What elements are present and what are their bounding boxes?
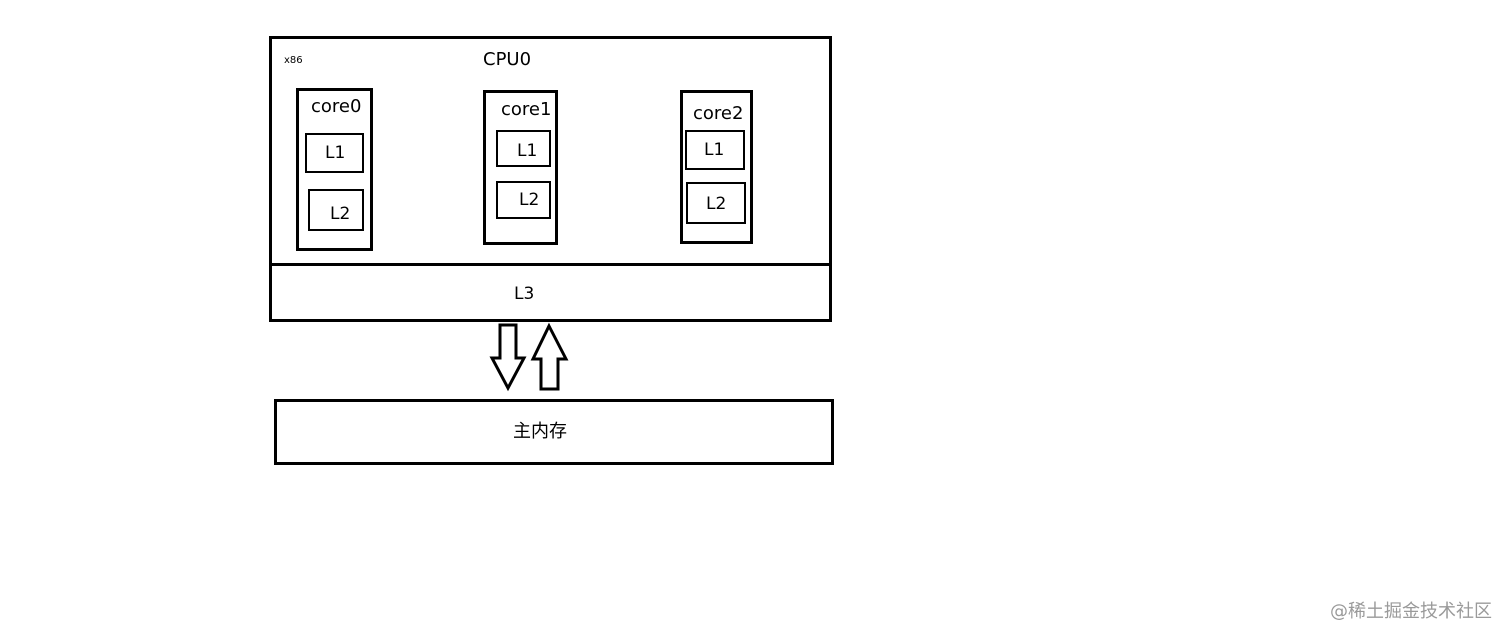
core0-l2-label: L2 (330, 204, 351, 224)
l3-label: L3 (514, 284, 535, 304)
core1-l2-cache (496, 181, 551, 219)
core2-l2-label: L2 (706, 194, 727, 214)
main-memory-label: 主内存 (513, 421, 567, 442)
arrow-down-icon (489, 323, 527, 392)
core1-l2-label: L2 (519, 190, 540, 210)
core2-l1-label: L1 (704, 140, 725, 160)
main-memory-box (274, 399, 834, 465)
core-label-1: core1 (501, 99, 552, 120)
cpu-arch-label: x86 (284, 55, 303, 66)
core2-l2-cache (686, 182, 746, 224)
core0-l1-label: L1 (325, 143, 346, 163)
core0-l2-cache (308, 189, 364, 231)
l3-cache-box (269, 263, 832, 322)
core-label-2: core2 (693, 103, 744, 124)
cpu-title: CPU0 (483, 49, 532, 70)
core-box-1 (483, 90, 558, 245)
watermark: @稀土掘金技术社区 (1330, 601, 1492, 622)
core2-l1-cache (685, 130, 745, 170)
core0-l1-cache (305, 133, 364, 173)
core1-l1-cache (496, 130, 551, 167)
arrow-up-icon (530, 322, 569, 391)
core-label-0: core0 (311, 96, 362, 117)
core1-l1-label: L1 (517, 141, 538, 161)
